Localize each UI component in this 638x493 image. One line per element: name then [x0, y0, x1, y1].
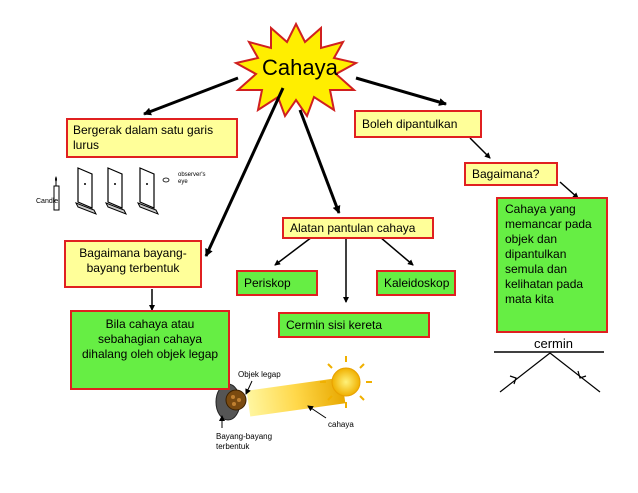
node-cermin-sisi: Cermin sisi kereta	[278, 312, 430, 338]
node-alatan: Alatan pantulan cahaya	[282, 217, 434, 239]
shadow-figure	[215, 356, 372, 428]
label-bayang-terbentuk: Bayang-bayang terbentuk	[216, 432, 273, 451]
opaque-object	[225, 389, 247, 411]
light-beam	[246, 377, 346, 417]
label-candle: Candle	[36, 198, 59, 205]
node-bayang: Bagaimana bayang-bayang terbentuk	[64, 240, 202, 288]
arrow-to-alatan	[298, 109, 341, 214]
arrow-to-kaleidoskop	[379, 236, 414, 266]
arrow-to-bayang	[204, 87, 285, 257]
label-observer: observer's eye	[178, 172, 206, 185]
node-boleh: Boleh dipantulkan	[354, 110, 482, 138]
node-kaleidoskop: Kaleidoskop	[376, 270, 456, 296]
node-cahaya-yang: Cahaya yang memancar pada objek dan dipa…	[496, 197, 608, 333]
arrow-to-bergerak	[143, 76, 239, 116]
mirror-figure	[494, 351, 604, 393]
label-objek-legap: Objek legap	[238, 370, 281, 379]
arrow-to-cahaya-yang	[559, 181, 579, 199]
title-star	[233, 21, 359, 119]
node-periskop: Periskop	[236, 270, 318, 296]
label-cermin: cermin	[534, 336, 574, 351]
sun-icon	[331, 367, 361, 397]
arrow-to-boleh	[355, 76, 447, 106]
candle-screens-figure	[53, 167, 170, 215]
label-cahaya: cahaya	[328, 420, 354, 429]
title: Cahaya	[262, 55, 338, 80]
node-bergerak: Bergerak dalam satu garis lurus	[66, 118, 238, 158]
arrow-to-bagaimana	[469, 137, 491, 159]
node-bila: Bila cahaya atau sebahagian cahaya dihal…	[70, 310, 230, 390]
node-bagaimana: Bagaimana?	[464, 162, 558, 186]
arrow-to-periskop	[274, 236, 313, 266]
